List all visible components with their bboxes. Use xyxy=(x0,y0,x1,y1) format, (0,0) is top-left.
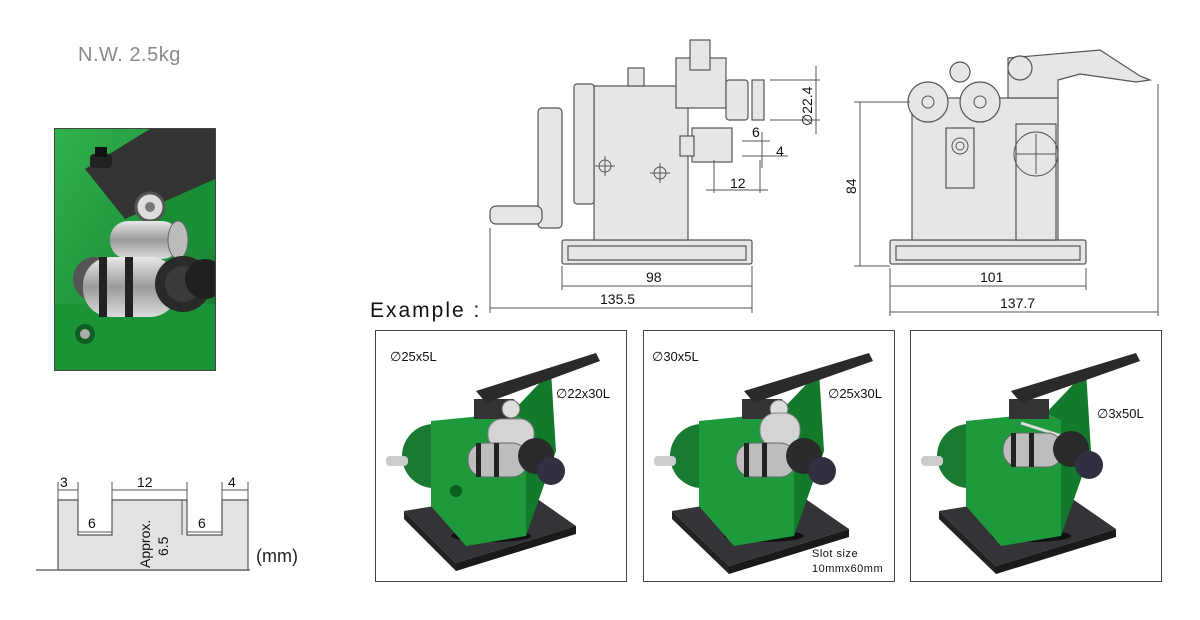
example-photo-2: ∅30x5L ∅25x30L Slot size 10mmx60mm xyxy=(643,330,895,582)
crank-handle xyxy=(537,107,563,229)
example-2-left-label: ∅30x5L xyxy=(652,349,699,364)
slot-size-title: Slot size xyxy=(812,548,859,560)
roller-closeup-photo xyxy=(54,128,216,371)
dim-98: 98 xyxy=(646,269,662,285)
example-photo-3: ∅3x50L xyxy=(910,330,1162,582)
dim-4: 4 xyxy=(776,143,784,159)
dim-84: 84 xyxy=(843,178,859,194)
groove-depth-label: Approx. xyxy=(137,520,153,568)
example-2-right-label: ∅25x30L xyxy=(828,386,882,401)
dim-137-7: 137.7 xyxy=(1000,295,1035,311)
dim-12: 12 xyxy=(730,175,746,191)
example-1-left-label: ∅25x5L xyxy=(390,349,437,364)
dim-wheel-diameter: ∅22.4 xyxy=(799,86,815,126)
net-weight-label: N.W. 2.5kg xyxy=(78,44,181,66)
front-body xyxy=(593,85,689,241)
example-photo-1: ∅25x5L ∅22x30L xyxy=(375,330,627,582)
groove-dim-12: 12 xyxy=(137,474,153,490)
groove-shape xyxy=(57,499,249,571)
example-1-right-label: ∅22x30L xyxy=(556,386,610,401)
dim-101: 101 xyxy=(980,269,1004,285)
dim-6: 6 xyxy=(752,124,760,140)
groove-profile-diagram: 3 12 4 6 6 Approx. 6.5 (mm) xyxy=(36,474,298,571)
dim-135-5: 135.5 xyxy=(600,291,635,307)
example-3-right-label: ∅3x50L xyxy=(1097,406,1144,421)
side-view-drawing: 84 101 137.7 xyxy=(843,49,1159,316)
slot-size-value: 10mmx60mm xyxy=(812,563,884,575)
front-view-drawing: ∅22.4 6 4 12 98 135.5 xyxy=(489,39,820,313)
groove-dim-3: 3 xyxy=(60,474,68,490)
example-heading: Example : xyxy=(370,299,482,322)
groove-depth-value: 6.5 xyxy=(155,536,171,556)
groove-dim-6-right: 6 xyxy=(198,515,206,531)
groove-dim-4: 4 xyxy=(228,474,236,490)
groove-dim-6-left: 6 xyxy=(88,515,96,531)
unit-label: (mm) xyxy=(256,546,298,566)
